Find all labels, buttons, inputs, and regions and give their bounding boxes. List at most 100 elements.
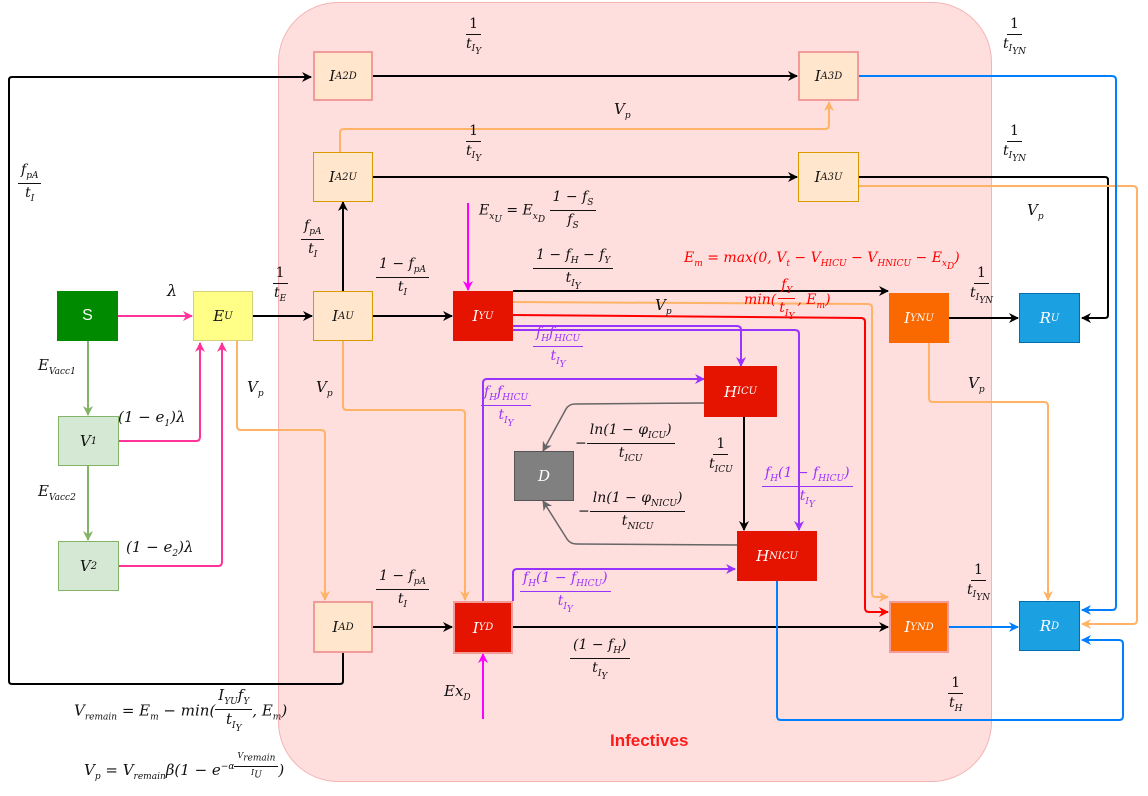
node-S[interactable]: S	[57, 291, 118, 341]
lbl-vt-sub: t	[786, 258, 790, 269]
lbl-tIY-h: t	[557, 593, 564, 610]
lbl-one-c: 1	[466, 124, 482, 142]
lbl-exu-lhs-sub: x	[489, 211, 495, 222]
lbl-Vp-a: V	[614, 100, 625, 118]
lbl-tIY-j: t	[226, 710, 233, 729]
lbl-tIYN-c-sub: I	[975, 293, 980, 304]
lbl-em-exd: − E	[911, 250, 942, 266]
edge-V2-to-EU	[119, 342, 227, 567]
label-Vp-right: Vp	[1027, 202, 1044, 222]
node-V1-sub: 1	[90, 435, 98, 447]
lbl-vpf-beta: β(1 − e	[165, 761, 221, 780]
node-IAD-sub: AD	[338, 621, 354, 633]
lbl-Vp-a-sub: p	[624, 111, 631, 121]
node-IAD-base: I	[332, 618, 339, 636]
edge-IYD-to-HNICU	[512, 564, 736, 601]
lbl-tIY-e-sub: I	[556, 357, 560, 368]
lbl-tIY-h-sub: I	[563, 602, 567, 613]
lbl-ome1-close: )λ	[170, 408, 186, 426]
lbl-vpf-rhs: = V	[100, 761, 134, 780]
lbl-tIY-i: t	[592, 660, 598, 677]
lbl-ln-nicu-minus: −	[578, 503, 590, 520]
lbl-tIYN-a-sub: I	[1008, 44, 1013, 55]
lbl-tIY-d-sub: I	[784, 309, 789, 320]
node-RD-sub: D	[1051, 620, 1060, 632]
node-EU-sub: U	[224, 310, 233, 322]
lbl-tIYN-c-subsub: YN	[979, 296, 994, 307]
node-IYNU-sub: YNU	[910, 312, 934, 324]
lbl-tIY-c: t	[565, 270, 572, 287]
label-EVacc1: EVacc1	[38, 357, 76, 377]
lbl-one-e: 1	[272, 266, 288, 284]
lbl-ticu-b-sub: ICU	[714, 464, 733, 475]
lbl-ticu-a-sub: ICU	[624, 454, 643, 465]
lbl-vrem-rhs1: = E	[117, 701, 151, 720]
edge-V1-to-EU	[119, 342, 205, 442]
lbl-fh1fhicu-a-close: )	[844, 465, 850, 481]
lbl-tI4-base: t	[397, 591, 404, 608]
node-RU-base: R	[1039, 309, 1051, 327]
lbl-fpA2-sub: pA	[309, 226, 322, 237]
lbl-vrem-fy-sub: Y	[243, 697, 250, 707]
lbl-tIY-b-sub: I	[471, 151, 476, 162]
node-IYU-base: I	[472, 307, 479, 325]
lbl-fh1fhicu-a-sub2: HICU	[818, 473, 845, 484]
lbl-min-close: )	[825, 292, 831, 309]
node-IYNU-base: I	[904, 309, 911, 327]
edge-HNICU-to-D	[542, 500, 738, 546]
node-IA2D-base: I	[329, 67, 336, 85]
lbl-vpf-close: )	[278, 761, 285, 780]
lbl-exd-bottom-sub: D	[463, 693, 471, 703]
lbl-vhicu-sub: HICU	[820, 258, 847, 269]
lbl-vpf-iu: I	[251, 768, 255, 778]
lbl-em-sub: m	[694, 258, 703, 269]
node-IA2U-base: I	[329, 168, 335, 186]
lbl-ticu-a: t	[618, 445, 625, 462]
lbl-em-close: )	[954, 250, 960, 266]
lbl-ome2-close: )λ	[178, 538, 194, 556]
node-D[interactable]: D	[514, 451, 574, 501]
lbl-ln-nicu: ln(1 − φ	[592, 490, 652, 506]
edge-IYD-to-HICU	[482, 374, 705, 601]
label-1-fH-tIY: (1 − fH)tIY	[570, 638, 630, 682]
node-V2-sub: 2	[90, 560, 98, 572]
lbl-em-rhs: = max(0, V	[702, 250, 787, 266]
lbl-fh1fhicu-a-open: (1 − f	[778, 465, 819, 481]
lbl-tIYN-b-subsub: YN	[1012, 154, 1027, 165]
lbl-vrem-close: )	[281, 701, 288, 720]
label-Vp-EU: Vp	[247, 379, 264, 399]
lbl-one-i: 1	[948, 676, 964, 694]
lbl-tIY-j-subsub: Y	[235, 724, 242, 735]
lbl-vhicu: − V	[789, 250, 821, 266]
lbl-vrem-iyu: I	[218, 686, 225, 704]
lbl-ome1-sub: 1	[164, 419, 171, 429]
node-IAU-base: I	[332, 307, 339, 325]
lbl-Vp-d-sub: p	[257, 389, 264, 399]
lbl-tIY-f-sub: I	[504, 416, 508, 427]
lbl-fh1fhicu-b-close: )	[602, 570, 608, 586]
lbl-tIYN-d-subsub: YN	[976, 593, 991, 604]
lbl-vrem-rhs2: − min(	[158, 701, 216, 720]
